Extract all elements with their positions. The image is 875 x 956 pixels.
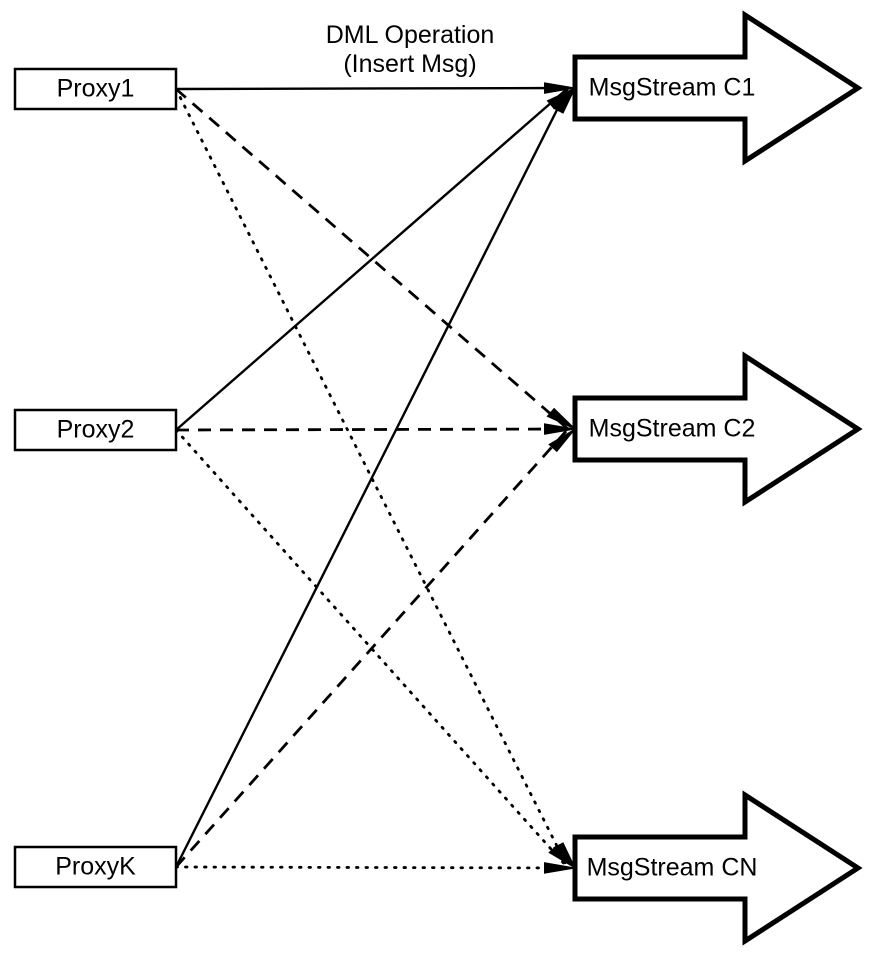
stream-node-stream_cn[interactable]: MsgStream CN — [572, 790, 863, 946]
arrowhead-spoke — [548, 428, 576, 453]
stream-arrow-shape — [572, 351, 863, 507]
stream-node-stream_c1[interactable]: MsgStream C1 — [572, 10, 863, 166]
connection-pk-c1 — [174, 87, 570, 868]
arrowhead-spoke — [544, 862, 576, 874]
stream-label: MsgStream C1 — [589, 74, 756, 102]
arrowhead-spoke — [546, 407, 576, 430]
connection-pk-c2 — [174, 428, 570, 868]
proxy-label: Proxy2 — [57, 416, 135, 444]
arrowhead-spoke — [544, 82, 576, 94]
stream-label: MsgStream CN — [587, 854, 758, 882]
streams-layer: MsgStream C1 MsgStream C2 MsgStream CN — [572, 10, 863, 946]
proxy-node-proxy2[interactable]: Proxy2 — [13, 408, 178, 452]
arrowhead-head_cn — [544, 842, 576, 874]
connection-p2-c1 — [175, 87, 569, 431]
connection-pk-cn — [174, 865, 570, 870]
proxy-label: Proxy1 — [57, 75, 135, 103]
proxy-box-rect — [13, 845, 178, 889]
connection-p1-c1 — [175, 86, 569, 91]
proxy-box-rect — [13, 67, 178, 111]
arrowhead-head_c2 — [544, 407, 576, 453]
arrowhead-spoke — [553, 87, 576, 114]
proxy-node-proxy1[interactable]: Proxy1 — [13, 67, 178, 111]
connection-p2-c2 — [175, 427, 569, 432]
proxy-node-proxyk[interactable]: ProxyK — [13, 845, 178, 889]
arrowhead-spoke — [548, 844, 576, 869]
stream-label: MsgStream C2 — [589, 415, 756, 443]
edge-label-line-2: (Insert Msg) — [343, 50, 476, 78]
stream-arrow-shape — [572, 790, 863, 946]
connections-layer — [174, 86, 570, 870]
stream-node-stream_c2[interactable]: MsgStream C2 — [572, 351, 863, 507]
arrowheads-layer — [544, 82, 576, 874]
arrowhead-head_c1 — [544, 82, 576, 114]
arrowhead-spoke — [544, 423, 576, 435]
edge-label-group: DML Operation (Insert Msg) — [326, 21, 495, 78]
proxy-label: ProxyK — [55, 853, 136, 881]
edge-label-line-1: DML Operation — [326, 21, 495, 49]
proxy-box-rect — [13, 408, 178, 452]
stream-arrow-shape — [572, 10, 863, 166]
